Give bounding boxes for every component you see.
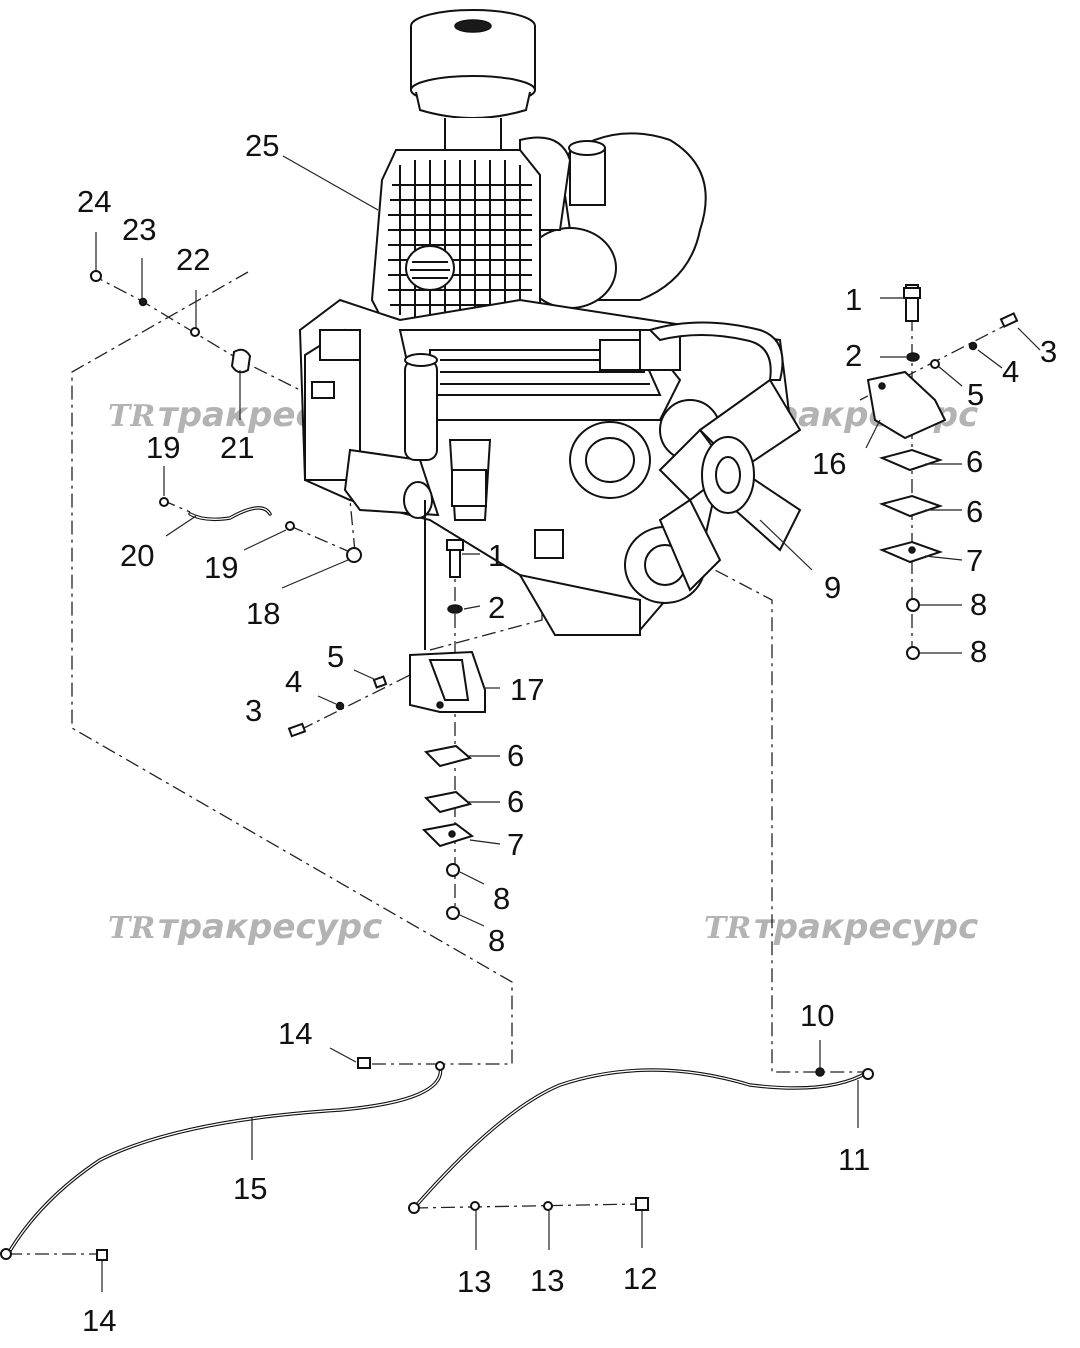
callout-13-b: 13 (530, 1263, 564, 1298)
washer-4-right (968, 341, 978, 351)
engine-block (298, 298, 802, 650)
callout-1-right: 1 (845, 282, 862, 317)
fitting-19-a (159, 497, 169, 507)
callout-19-a: 19 (146, 430, 180, 465)
callout-10: 10 (800, 998, 834, 1033)
callout-4-right: 4 (1002, 354, 1019, 389)
callout-7-center: 7 (507, 827, 524, 862)
callout-8-center-b: 8 (488, 923, 505, 958)
callout-15: 15 (233, 1171, 267, 1206)
callout-16: 16 (812, 446, 846, 481)
callout-17: 17 (510, 672, 544, 707)
washer-23 (138, 297, 148, 307)
fitting-14-top (357, 1057, 371, 1069)
washer-13-a (470, 1201, 480, 1211)
leader-lines (95, 155, 1041, 1292)
callout-14-top: 14 (278, 1016, 312, 1051)
callout-25: 25 (245, 128, 279, 163)
callout-9: 9 (824, 570, 841, 605)
callout-18: 18 (246, 596, 280, 631)
watermark-logo: TR (108, 399, 155, 434)
callout-6-right-b: 6 (966, 494, 983, 529)
washer-2-right (906, 352, 920, 362)
bottom-hoses (0, 1057, 874, 1261)
pad-6-center-b (423, 790, 473, 814)
left-small-parts (90, 270, 362, 563)
watermark-text: тракресурс (158, 907, 382, 947)
nut-8-center-b (446, 906, 460, 920)
washer-22 (190, 327, 200, 337)
callout-7-right: 7 (966, 543, 983, 578)
callout-19-b: 19 (204, 550, 238, 585)
nut-8-right-b (906, 646, 920, 660)
callout-6-center-a: 6 (507, 738, 524, 773)
watermark-logo: TR (704, 911, 751, 946)
callout-labels: 1 2 3 4 5 16 6 6 7 8 8 9 25 24 23 22 21 … (77, 128, 1057, 1338)
bracket-16 (866, 370, 947, 440)
nut-8-right-a (906, 598, 920, 612)
callout-1-center: 1 (488, 538, 505, 573)
fitting-14-bottom (96, 1249, 108, 1261)
pad-6-right-b (878, 494, 944, 518)
callout-8-right-a: 8 (970, 587, 987, 622)
callout-2-right: 2 (845, 338, 862, 373)
clamp-21 (230, 348, 252, 374)
center-mount-stack (287, 539, 486, 920)
right-mount-stack (866, 284, 1019, 660)
callout-4-center: 4 (285, 664, 302, 699)
nut-5-right (930, 359, 940, 369)
callout-14-bottom: 14 (82, 1303, 116, 1338)
callout-6-center-b: 6 (507, 784, 524, 819)
callout-23: 23 (122, 212, 156, 247)
engine-assembly (298, 9, 802, 650)
bolt-3-right (999, 312, 1019, 328)
hose-15 (6, 1064, 443, 1256)
pad-6-center-a (423, 744, 473, 768)
radiator-grille (370, 149, 541, 337)
callout-3-right: 3 (1040, 334, 1057, 369)
fitting-24 (90, 270, 102, 282)
callout-20: 20 (120, 538, 154, 573)
callout-3-center: 3 (245, 693, 262, 728)
nut-5-center (372, 675, 388, 689)
callout-6-right-a: 6 (966, 444, 983, 479)
callout-21: 21 (220, 430, 254, 465)
muffler (523, 132, 707, 309)
fitting-19-b (285, 521, 295, 531)
callout-11: 11 (838, 1142, 870, 1177)
bolt-3-center (287, 722, 307, 738)
callout-8-center-a: 8 (493, 881, 510, 916)
washer-10 (815, 1067, 825, 1077)
nut-8-center-a (446, 863, 460, 877)
callout-5-right: 5 (967, 377, 984, 412)
callout-5-center: 5 (327, 639, 344, 674)
callout-13-a: 13 (457, 1264, 491, 1299)
watermark-logo: TR (108, 911, 155, 946)
callout-2-center: 2 (488, 590, 505, 625)
watermark-bottom-left: TR тракресурс (108, 907, 382, 947)
callout-8-right-b: 8 (970, 634, 987, 669)
watermark-text: тракресурс (754, 907, 978, 947)
washer-4-center (335, 701, 345, 711)
fitting-18 (346, 547, 362, 563)
pad-6-right-a (878, 448, 944, 472)
callout-24: 24 (77, 184, 111, 219)
plate-7-center (421, 822, 475, 848)
washer-13-b (543, 1201, 553, 1211)
watermark-bottom-right: TR тракресурс (704, 907, 978, 947)
callout-22: 22 (176, 242, 210, 277)
callout-12: 12 (623, 1261, 657, 1296)
fitting-12 (635, 1197, 649, 1211)
washer-2-center (447, 604, 463, 614)
